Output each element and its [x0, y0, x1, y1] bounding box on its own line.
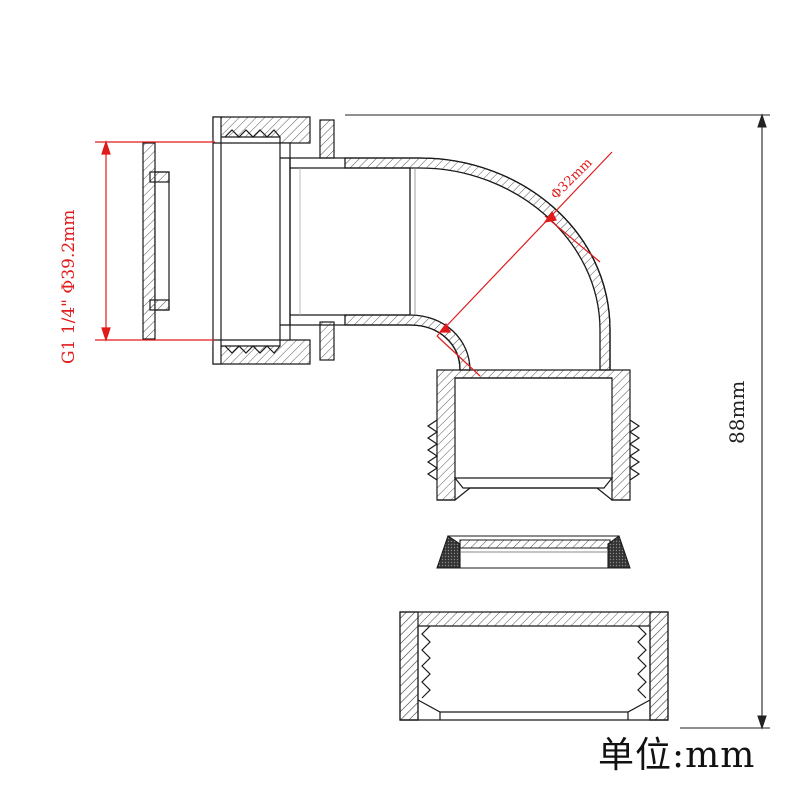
- left-seal-ring: [142, 142, 170, 340]
- outlet-male-thread: [426, 369, 641, 501]
- left-dimension-label: G1 1/4" Φ39.2mm: [59, 210, 79, 364]
- bottom-coupling-nut: [399, 611, 669, 721]
- outlet-seal-ring: [436, 535, 631, 569]
- bend-dimension: [436, 151, 613, 377]
- bend-dimension-label: Φ32mm: [548, 156, 595, 203]
- left-nut: [212, 116, 335, 365]
- left-dimension: [95, 140, 215, 342]
- unit-label: 单位:mm: [598, 735, 756, 776]
- elbow-body: [280, 157, 611, 371]
- height-dimension-label: 88mm: [725, 381, 749, 444]
- height-dimension: [345, 113, 770, 730]
